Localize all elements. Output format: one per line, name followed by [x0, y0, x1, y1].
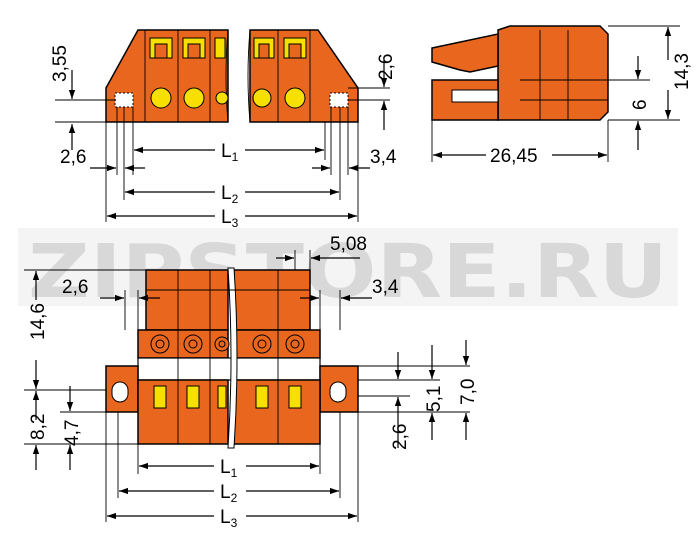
dim-8-2-label: 8,2: [28, 414, 49, 440]
bottom-white-band: [137, 357, 321, 381]
top-L3-label: L3: [221, 207, 239, 230]
dim-26-45-label: 26,45: [490, 146, 538, 167]
top-L1-label: L1: [221, 141, 239, 164]
dim-2-6-left-label: 2,6: [60, 147, 86, 168]
dim-3-4-label: 3,4: [370, 147, 397, 168]
side-housing: [497, 25, 609, 121]
bottom-lower-left: [137, 379, 229, 445]
bottom-lower-right: [233, 379, 321, 445]
side-view: 14,3 6 26,45: [431, 25, 693, 167]
bottom-screw-right: [233, 329, 321, 359]
dim-5-1-label: 5,1: [424, 386, 445, 412]
dim-2-6-right-bottom-label: 2,6: [390, 424, 411, 450]
bottom-upper-left: [145, 269, 229, 331]
left-flange-hole: [114, 92, 134, 108]
bottom-screws: [150, 334, 305, 354]
bottom-L3-label: L3: [220, 507, 238, 530]
dim-14-6-label: 14,6: [28, 303, 49, 340]
dim-14-3-label: 14,3: [672, 53, 693, 90]
right-flange-hole: [329, 92, 349, 108]
bottom-front-view: 5,08 2,6 3,4 14,6 8,2 4,7: [24, 234, 479, 530]
top-contacts: [150, 87, 306, 109]
side-latch-lever: [431, 33, 499, 73]
dim-4-7-label: 4,7: [62, 420, 83, 446]
bottom-upper-right: [233, 269, 311, 331]
bottom-L2-label: L2: [220, 482, 238, 505]
watermark: ZIPSTORE.RU: [18, 228, 678, 315]
top-L2-label: L2: [221, 183, 239, 206]
dim-6-label: 6: [630, 99, 651, 110]
dim-2-6-bottom-label: 2,6: [62, 277, 88, 298]
bottom-L1-label: L1: [220, 457, 238, 480]
bottom-contacts: [153, 385, 302, 409]
dim-5-08-label: 5,08: [330, 234, 367, 255]
dim-2-6-right-label: 2,6: [376, 54, 397, 80]
dim-7-0-label: 7,0: [458, 379, 479, 405]
top-front-view: 3,55 2,6 2,6 3,4 L1 L2: [50, 29, 397, 230]
dim-3-55-label: 3,55: [50, 45, 71, 82]
dim-3-4-bottom-label: 3,4: [372, 277, 399, 298]
